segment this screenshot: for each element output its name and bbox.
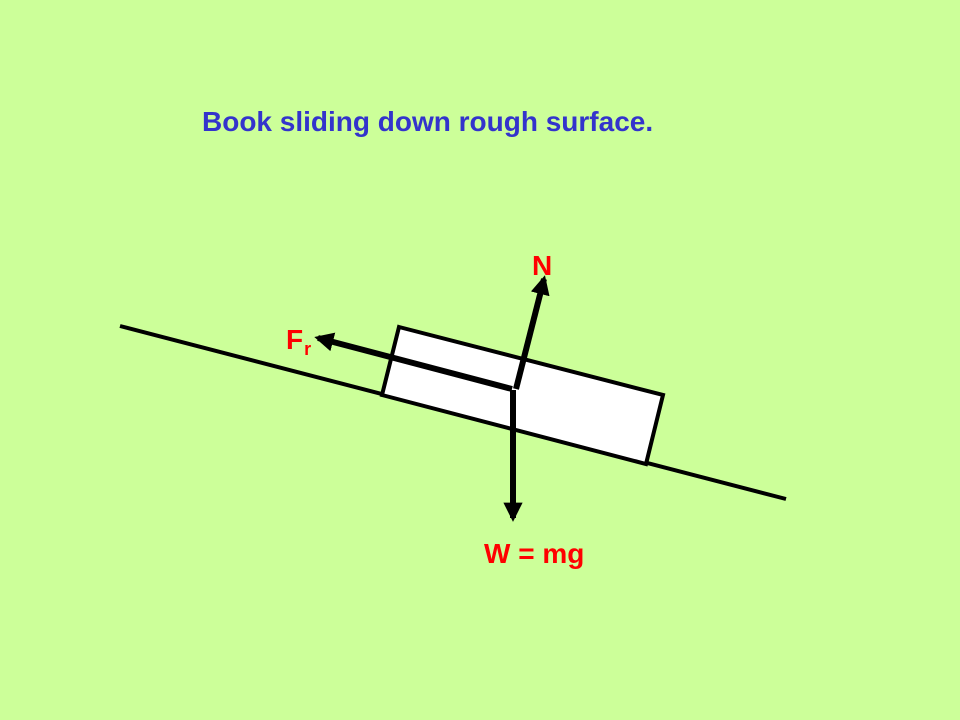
friction-force-label-subscript: r <box>304 339 311 359</box>
friction-force-label: Fr <box>286 324 311 359</box>
friction-force-label-main: F <box>286 324 303 355</box>
normal-force-arrow <box>513 275 550 390</box>
weight-force-label: W = mg <box>484 538 584 569</box>
book <box>379 324 666 467</box>
slide-title: Book sliding down rough surface. <box>202 106 653 137</box>
friction-force-arrow <box>314 332 513 392</box>
normal-force-label: N <box>532 250 552 281</box>
